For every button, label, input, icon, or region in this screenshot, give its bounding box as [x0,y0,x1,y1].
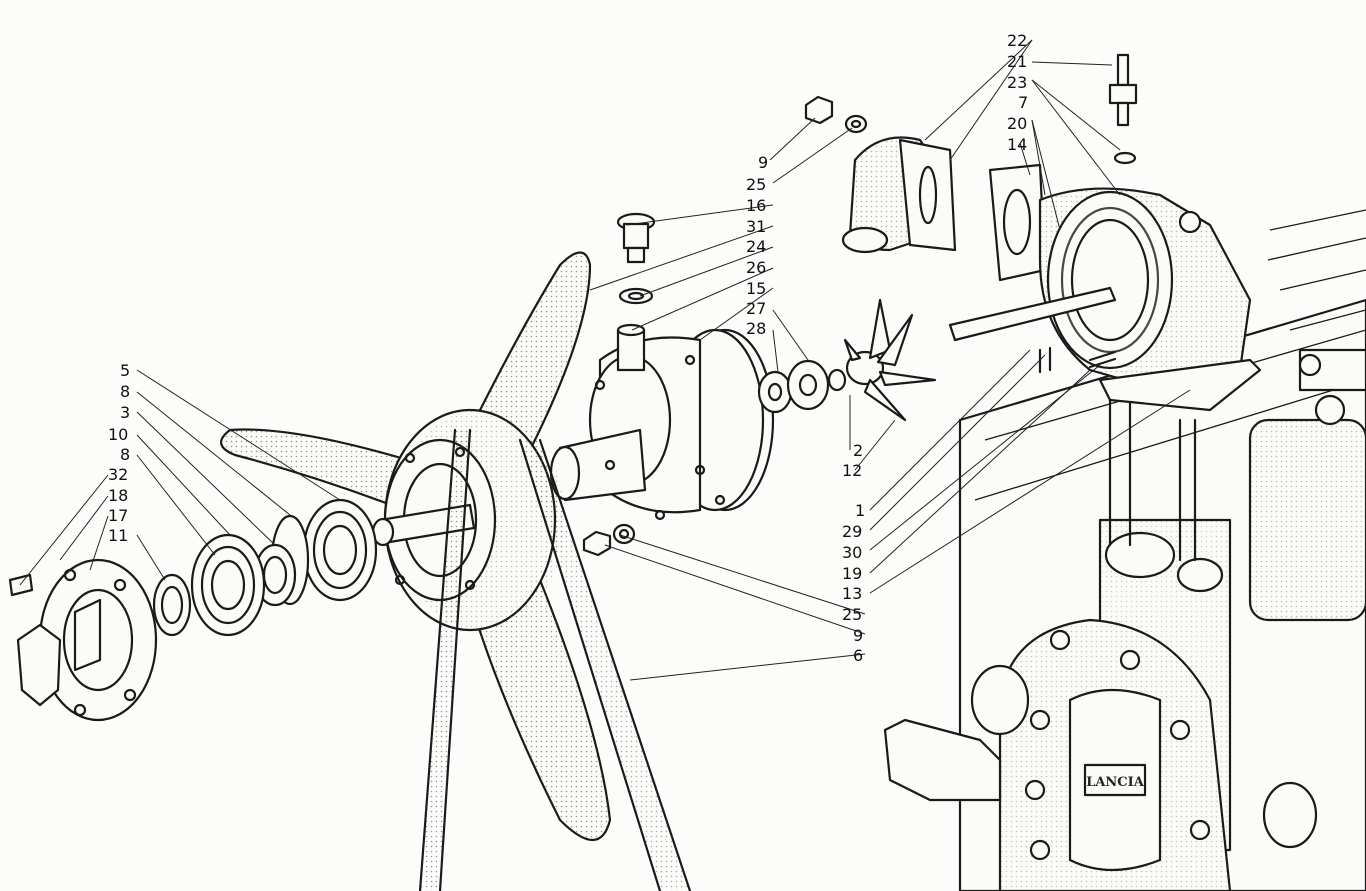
callout-labels: 22 21 23 7 20 14 9 25 16 31 24 26 15 27 … [108,31,1028,665]
bearing-stack [8,498,378,722]
callout-10: 10 [108,425,128,444]
stud-21 [1108,53,1138,165]
gasket-13 [1098,358,1262,412]
screw-32 [8,573,34,597]
seal-set [757,359,847,414]
callout-9-lower: 9 [853,626,863,645]
callout-12: 12 [842,461,862,480]
callout-8: 8 [120,382,130,401]
callout-32: 32 [108,465,128,484]
callout-23: 23 [1007,73,1027,92]
callout-8-second: 8 [120,445,130,464]
callout-15: 15 [746,279,766,298]
callout-5: 5 [120,361,130,380]
callout-25: 25 [746,175,766,194]
callout-9: 9 [758,153,768,172]
callout-29: 29 [842,522,862,541]
callout-25-lower: 25 [842,605,862,624]
engine-mount [883,718,1002,802]
callout-2: 2 [853,441,863,460]
callout-28: 28 [746,319,766,338]
callout-27: 27 [746,299,766,318]
washer-24 [618,287,654,305]
fan-pulley [220,251,692,891]
callout-11: 11 [108,526,128,545]
impeller-2 [843,298,937,422]
callout-19: 19 [842,564,862,583]
callout-24: 24 [746,237,766,256]
callout-6: 6 [853,646,863,665]
lancia-logo-text: LANCIA [1086,775,1145,790]
lock-plate-18 [16,623,62,707]
callout-13: 13 [842,584,862,603]
callout-3: 3 [120,403,130,422]
pump-body [549,323,775,521]
pump-housing-upper [948,163,1262,412]
outlet-elbow [841,136,957,254]
plug-16 [616,212,656,305]
callout-21: 21 [1007,52,1027,71]
washer-23 [1113,151,1137,165]
callout-7: 7 [1018,93,1028,112]
callout-30: 30 [842,543,862,562]
callout-17: 17 [108,506,128,525]
nut-washer-top [804,95,868,134]
leader-lines [19,39,1191,681]
engine-block: LANCIA [883,209,1366,891]
callout-16: 16 [746,196,766,215]
callout-14: 14 [1007,135,1027,154]
callout-1: 1 [855,501,865,520]
callout-18: 18 [108,486,128,505]
callout-31: 31 [746,217,766,236]
callout-20: 20 [1007,114,1027,133]
nut-washer-lower [582,523,636,557]
shaft-1 [948,286,1117,342]
callout-26: 26 [746,258,766,277]
callout-22: 22 [1007,31,1027,50]
